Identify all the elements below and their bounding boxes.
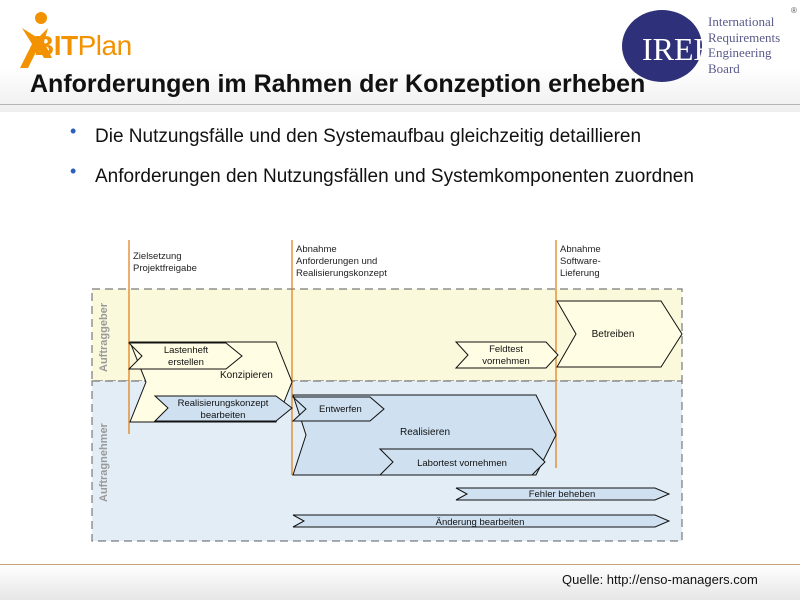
task-label-aenderung: Änderung bearbeiten xyxy=(436,517,525,528)
ireb-line: International xyxy=(708,14,775,29)
bitplan-logo-text: BITPlan xyxy=(34,30,132,61)
footer-divider xyxy=(0,564,800,565)
bullet-item: •Anforderungen den Nutzungsfällen und Sy… xyxy=(70,161,694,187)
lane-label-auftragnehmer: Auftragnehmer xyxy=(98,422,110,502)
footer-band xyxy=(0,565,800,600)
task-label-betreiben: Betreiben xyxy=(592,329,635,340)
task-entwerfen xyxy=(291,396,385,422)
ireb-line: Board xyxy=(708,60,740,76)
ireb-line: Requirements xyxy=(708,29,781,45)
page-title: Anforderungen im Rahmen der Konzeption e… xyxy=(30,70,646,98)
ireb-logo-icon: IREB xyxy=(622,10,704,82)
task-label-entwerfen: Entwerfen xyxy=(319,404,362,415)
ireb-registered-mark: ® xyxy=(791,6,797,15)
lane-label-auftraggeber: Auftraggeber xyxy=(98,302,110,372)
task-fehler-beheben xyxy=(455,487,671,501)
task-label-realisieren: Realisieren xyxy=(400,427,450,438)
task-label-konzipieren: Konzipieren xyxy=(220,370,273,381)
task-lastenheft-erstellen xyxy=(127,342,243,370)
task-feldtest xyxy=(454,341,559,369)
task-aenderung-bearbeiten xyxy=(292,514,671,528)
bitplan-logo-icon xyxy=(20,12,52,68)
header-divider xyxy=(0,104,800,105)
task-label-fehler: Fehler beheben xyxy=(529,489,596,500)
ireb-monogram: IREB xyxy=(642,31,704,67)
task-label-labortest: Labortest vornehmen xyxy=(417,458,507,469)
task-labortest xyxy=(378,448,546,476)
ireb-line: Engineering xyxy=(708,45,772,60)
task-realisierungskonzept xyxy=(153,395,293,422)
task-betreiben xyxy=(556,300,683,368)
ireb-wordmark: International Requirements Engineering B… xyxy=(708,14,796,76)
bullet-item: •Die Nutzungsfälle und den Systemaufbau … xyxy=(70,121,642,147)
bullet-icon: • xyxy=(70,121,77,141)
bullet-list: •Die Nutzungsfälle und den Systemaufbau … xyxy=(70,121,800,206)
bullet-icon: • xyxy=(70,161,77,181)
source-citation: Quelle: http://enso-managers.com xyxy=(562,572,758,587)
